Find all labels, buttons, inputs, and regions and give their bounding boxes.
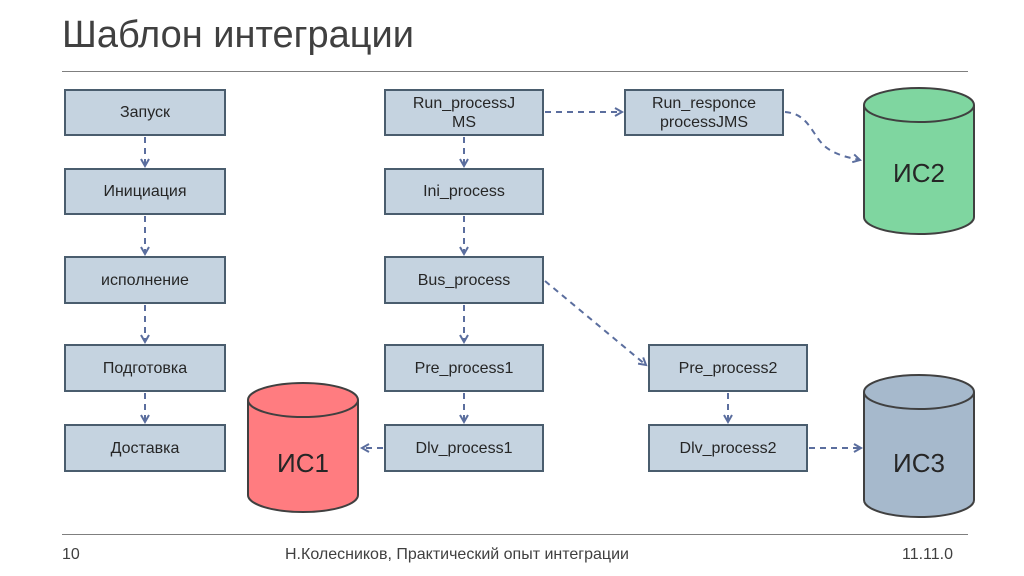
database-is1: ИС1 (247, 382, 359, 513)
footer-author: Н.Колесников, Практический опыт интеграц… (285, 546, 629, 563)
arrow-responce-is2 (784, 111, 860, 160)
database-is2: ИС2 (863, 87, 975, 235)
step-ispolnenie[interactable]: исполнение (64, 256, 226, 304)
pre-process2-box[interactable]: Pre_process2 (648, 344, 808, 392)
run-responce-box[interactable]: Run_responce processJMS (624, 89, 784, 136)
step-zapusk[interactable]: Запуск (64, 89, 226, 136)
dlv-process1-box[interactable]: Dlv_process1 (384, 424, 544, 472)
page-number: 10 (62, 546, 80, 563)
bus-process-box[interactable]: Bus_process (384, 256, 544, 304)
database-is3: ИС3 (863, 374, 975, 518)
run-process-jms-box[interactable]: Run_processJ MS (384, 89, 544, 136)
footer-divider (62, 534, 968, 535)
slide-title: Шаблон интеграции (62, 14, 414, 56)
step-podgotovka[interactable]: Подготовка (64, 344, 226, 392)
database-is1-label: ИС1 (277, 448, 329, 478)
footer-date: 11.11.0 (902, 546, 954, 563)
title-divider (62, 71, 968, 72)
step-initsiatsiya[interactable]: Инициация (64, 168, 226, 215)
pre-process1-box[interactable]: Pre_process1 (384, 344, 544, 392)
ini-process-box[interactable]: Ini_process (384, 168, 544, 215)
dlv-process2-box[interactable]: Dlv_process2 (648, 424, 808, 472)
step-dostavka[interactable]: Доставка (64, 424, 226, 472)
arrow-bus-pre2 (544, 280, 646, 365)
database-is2-label: ИС2 (893, 158, 945, 188)
database-is3-label: ИС3 (893, 448, 945, 478)
